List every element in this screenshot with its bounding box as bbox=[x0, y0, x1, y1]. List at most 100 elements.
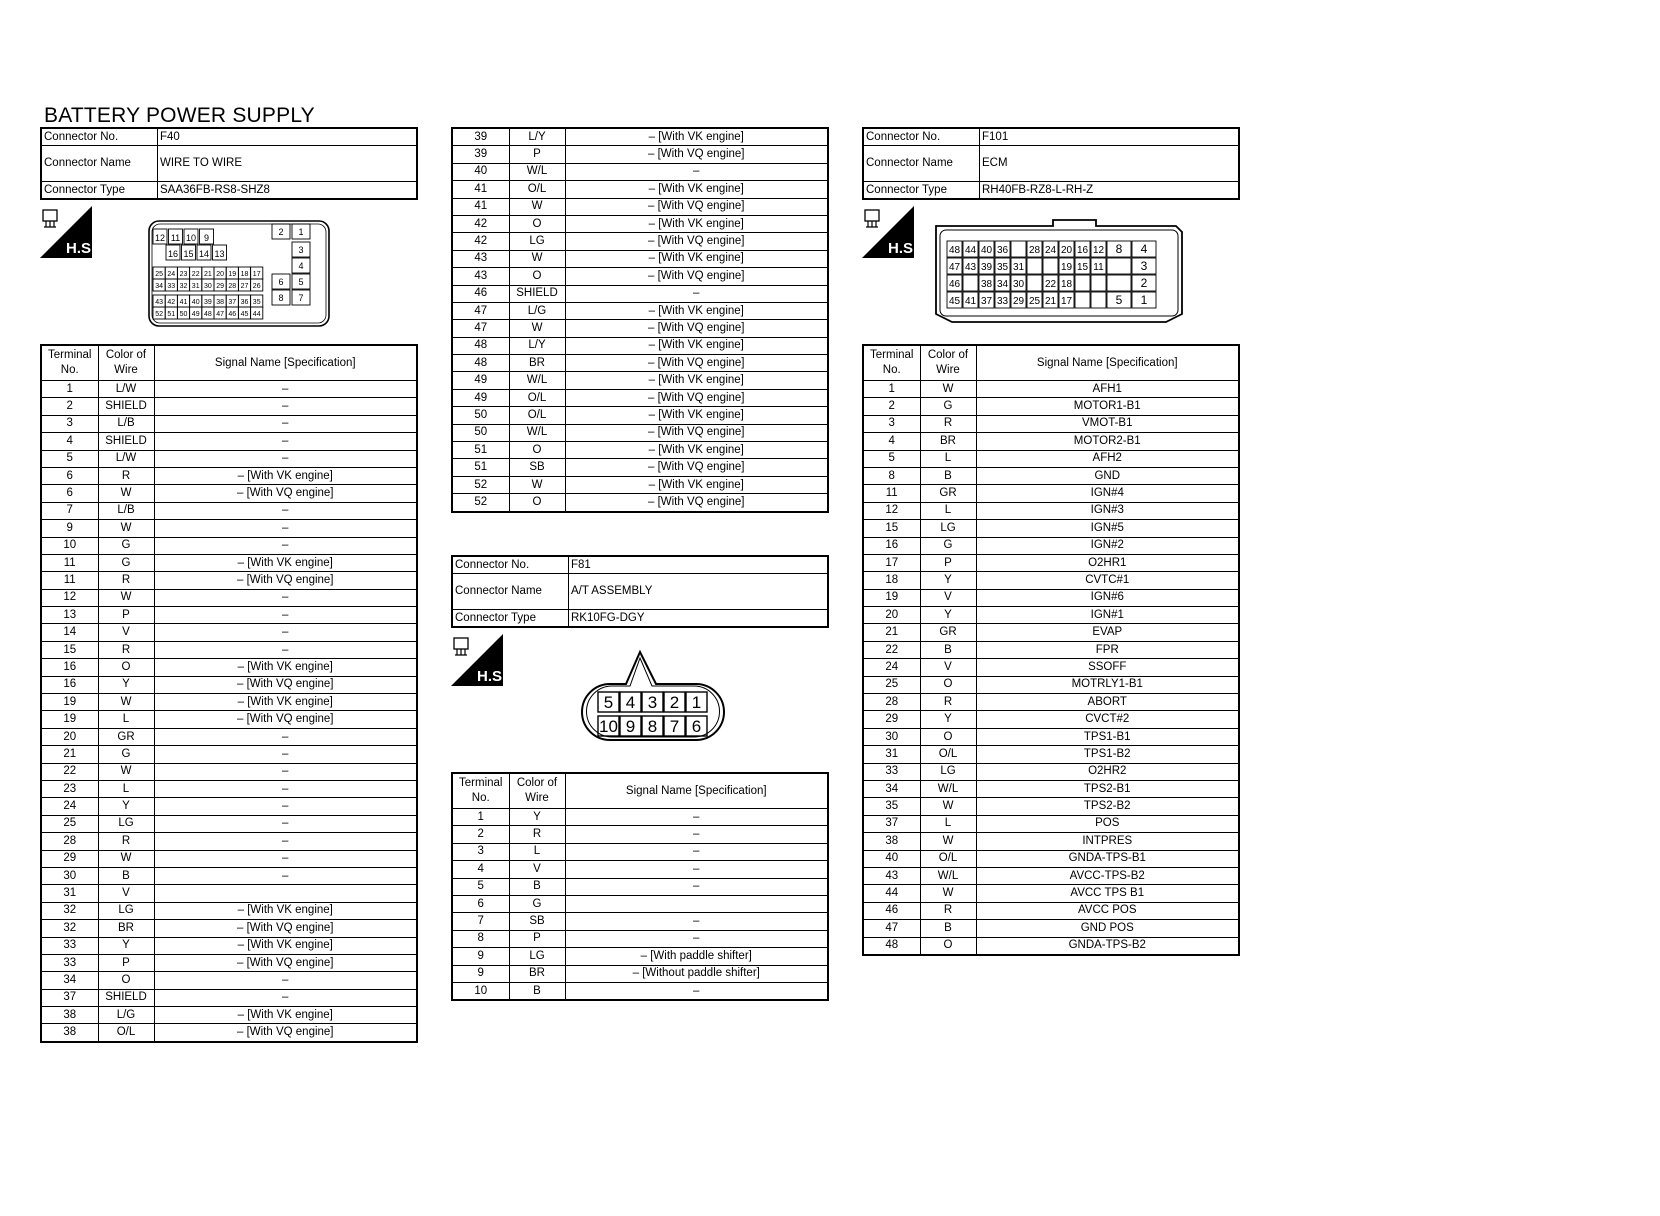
terminal-no: 47 bbox=[451, 319, 510, 338]
terminal-no: 14 bbox=[40, 623, 99, 642]
signal-name: IGN#4 bbox=[975, 484, 1240, 503]
connector-pin: 9 bbox=[204, 233, 209, 243]
wire-color: P bbox=[97, 953, 155, 973]
wire-color: R bbox=[97, 640, 155, 660]
signal-name: AVCC-TPS-B2 bbox=[975, 866, 1240, 886]
signal-name: – bbox=[153, 640, 418, 660]
wire-color: SB bbox=[508, 458, 566, 477]
terminal-no: 49 bbox=[451, 371, 510, 390]
terminal-no: 1 bbox=[862, 379, 921, 399]
wire-color: P bbox=[508, 929, 566, 949]
signal-name: – bbox=[153, 536, 418, 555]
connector-pin: 32 bbox=[180, 283, 188, 290]
terminal-no: 38 bbox=[40, 1006, 99, 1025]
wire-color: O/L bbox=[919, 745, 977, 764]
terminal-no: 19 bbox=[40, 710, 99, 729]
wire-color: O/L bbox=[508, 180, 566, 199]
terminal-no: 1 bbox=[40, 379, 99, 399]
wire-color: B bbox=[97, 866, 155, 886]
wire-color: LG bbox=[97, 814, 155, 834]
connector-pin: 5 bbox=[298, 277, 303, 287]
terminal-no: 19 bbox=[40, 693, 99, 712]
connector-pin: 16 bbox=[168, 249, 178, 259]
wire-color: O bbox=[97, 658, 155, 677]
connector-pin: 5 bbox=[604, 693, 613, 712]
wire-color: SHIELD bbox=[97, 988, 155, 1008]
header-signal-name: Signal Name [Specification] bbox=[153, 344, 418, 381]
signal-name: – bbox=[153, 971, 418, 990]
signal-name: – bbox=[564, 877, 829, 896]
wire-color: P bbox=[97, 606, 155, 625]
terminal-no: 2 bbox=[40, 397, 99, 416]
connector-pin: 17 bbox=[253, 271, 261, 278]
signal-name: – [With VQ engine] bbox=[564, 267, 829, 286]
terminal-no: 20 bbox=[862, 606, 921, 625]
wire-color: Y bbox=[97, 936, 155, 955]
signal-name: ABORT bbox=[975, 693, 1240, 712]
connector-pin: 1 bbox=[1141, 293, 1148, 307]
wire-color: GR bbox=[919, 623, 977, 642]
terminal-no: 34 bbox=[40, 971, 99, 990]
connector-pin: 3 bbox=[298, 245, 303, 255]
terminal-no: 1 bbox=[451, 807, 510, 827]
wire-color: L bbox=[919, 449, 977, 468]
connector-pin: 43 bbox=[965, 262, 977, 273]
header-signal-name: Signal Name [Specification] bbox=[975, 344, 1240, 381]
info-value: RK10FG-DGY bbox=[568, 609, 829, 628]
wire-color: W/L bbox=[508, 423, 566, 443]
terminal-no: 6 bbox=[40, 466, 99, 486]
info-value: WIRE TO WIRE bbox=[157, 145, 418, 182]
terminal-no: 30 bbox=[862, 727, 921, 747]
signal-name: – bbox=[564, 842, 829, 862]
wire-color: W bbox=[97, 849, 155, 868]
wire-color: B bbox=[508, 981, 566, 1001]
wire-color: O bbox=[919, 675, 977, 695]
wire-color: G bbox=[97, 745, 155, 764]
wire-color: O bbox=[508, 493, 566, 513]
terminal-no: 2 bbox=[862, 397, 921, 416]
signal-name: – [With VQ engine] bbox=[564, 319, 829, 338]
header-terminal-no: Terminal No. bbox=[451, 772, 510, 809]
signal-name: – bbox=[153, 397, 418, 416]
wire-color: L bbox=[97, 779, 155, 799]
signal-name: O2HR2 bbox=[975, 762, 1240, 781]
signal-name: VMOT-B1 bbox=[975, 414, 1240, 434]
wire-color: O bbox=[508, 267, 566, 286]
connector-pin: 25 bbox=[1029, 296, 1041, 307]
terminal-no: 7 bbox=[40, 501, 99, 521]
hs-label: H.S. bbox=[888, 240, 914, 257]
signal-name: IGN#6 bbox=[975, 588, 1240, 608]
signal-name: – [Without paddle shifter] bbox=[564, 964, 829, 983]
terminal-no: 47 bbox=[451, 301, 510, 321]
wire-color: O bbox=[97, 971, 155, 990]
wire-color: Y bbox=[97, 675, 155, 695]
wire-color: BR bbox=[97, 919, 155, 938]
signal-name: – [With VQ engine] bbox=[564, 232, 829, 251]
connector-pin: 45 bbox=[241, 311, 249, 318]
header-terminal-no: Terminal No. bbox=[862, 344, 921, 381]
signal-name: MOTOR2-B1 bbox=[975, 432, 1240, 451]
wire-color: Y bbox=[97, 797, 155, 816]
terminal-no: 37 bbox=[862, 814, 921, 834]
page-title: BATTERY POWER SUPPLY bbox=[44, 104, 315, 127]
signal-name: TPS2-B2 bbox=[975, 797, 1240, 816]
connector-pin: 40 bbox=[981, 245, 993, 256]
